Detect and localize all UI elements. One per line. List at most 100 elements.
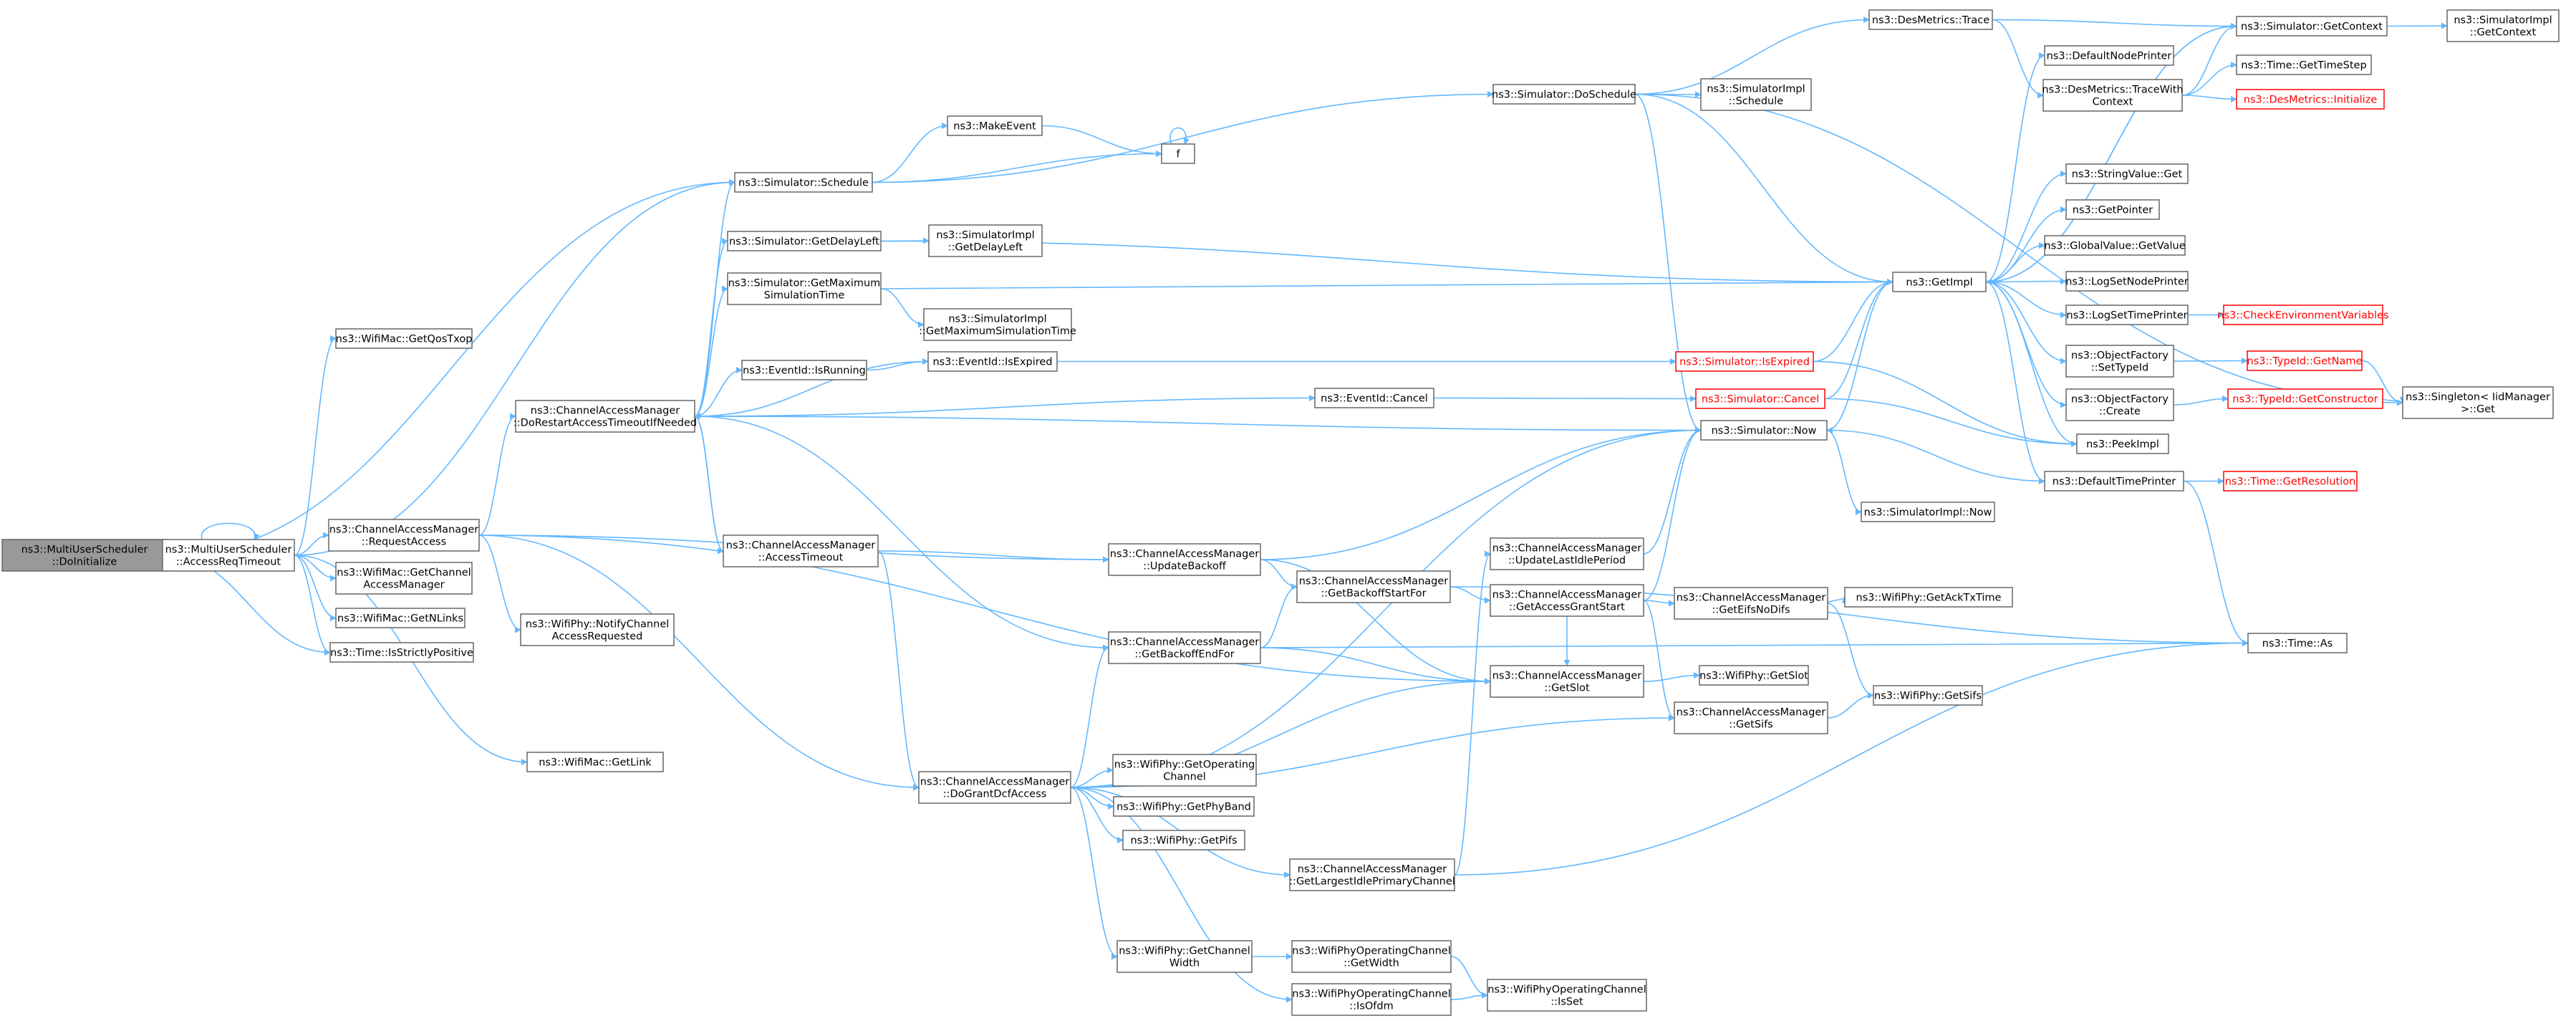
node-gend[interactable]: ns3::ChannelAccessManager::GetEifsNoDifs [1674,587,1828,620]
node-drat[interactable]: ns3::ChannelAccessManager::DoRestartAcce… [513,400,697,433]
node-tgts[interactable]: ns3::Time::GetTimeStep [2236,54,2372,75]
node-dtp[interactable]: ns3::DefaultTimePrinter [2044,471,2184,492]
node-wgack[interactable]: ns3::WifiPhy::GetAckTxTime [1844,587,2013,608]
node-isp[interactable]: ns3::Time::IsStrictlyPositive [329,642,474,663]
node-dosched[interactable]: ns3::Simulator::DoSchedule [1492,84,1636,105]
node-glipc[interactable]: ns3::ChannelAccessManager::GetLargestIdl… [1289,858,1455,891]
node-peek[interactable]: ns3::PeekImpl [2076,433,2169,454]
node-getimpl[interactable]: ns3::GetImpl [1892,272,1987,292]
node-label-line: ns3::Singleton< IidManager [2406,392,2550,403]
node-notify[interactable]: ns3::WifiPhy::NotifyChannelAccessRequest… [520,613,675,646]
node-root[interactable]: ns3::MultiUserScheduler::DoInitialize [1,539,168,572]
node-box [1868,9,1993,30]
node-gda[interactable]: ns3::ChannelAccessManager::DoGrantDcfAcc… [918,771,1071,804]
node-now[interactable]: ns3::Simulator::Now [1700,420,1828,441]
node-gw[interactable]: ns3::WifiPhyOperatingChannel::GetWidth [1291,940,1452,973]
edge-path [1041,125,1162,157]
node-label-line: ns3::LogSetTimePrinter [2066,310,2187,322]
node-simexp[interactable]: ns3::Simulator::IsExpired [1675,351,1814,372]
node-sched[interactable]: ns3::Simulator::Schedule [734,172,873,193]
node-label-line: ns3::WifiPhy::GetSlot [1699,671,1808,682]
node-tas[interactable]: ns3::Time::As [2247,633,2348,653]
edge-getimpl-to-peek [1985,281,2078,447]
node-gbsf[interactable]: ns3::ChannelAccessManager::GetBackoffSta… [1296,570,1451,603]
node-tign[interactable]: ns3::TypeId::GetName [2247,350,2363,371]
node-box [2402,386,2554,419]
edge-drat-to-gmst [694,285,728,417]
edge-path [478,535,920,791]
edge-simexp-to-getimpl [1813,279,1894,363]
node-isofdm[interactable]: ns3::WifiPhyOperatingChannel::IsOfdm [1291,983,1452,1016]
node-box [1296,570,1451,603]
node-box [923,308,1072,341]
node-f[interactable]: f [1161,143,1195,164]
node-sigc[interactable]: ns3::SimulatorImpl::GetContext [2446,9,2560,42]
node-simcancel[interactable]: ns3::Simulator::Cancel [1695,388,1825,409]
edge-dosched-to-now [1634,93,1702,433]
edge-path [1070,787,1293,1003]
node-nlinks[interactable]: ns3::WifiMac::GetNLinks [335,608,465,628]
node-glink[interactable]: ns3::WifiMac::GetLink [526,752,664,772]
node-gbef[interactable]: ns3::ChannelAccessManager::GetBackoffEnd… [1108,631,1261,664]
node-dnp[interactable]: ns3::DefaultNodePrinter [2044,45,2174,66]
node-dminit[interactable]: ns3::DesMetrics::Initialize [2236,89,2385,110]
node-label-line: ns3::DefaultNodePrinter [2047,51,2172,62]
node-singleton[interactable]: ns3::Singleton< IidManager>::Get [2402,386,2554,419]
node-box [2042,79,2183,112]
node-gsifs[interactable]: ns3::ChannelAccessManager::GetSifs [1674,701,1828,734]
edge-path [1824,398,2078,447]
node-ofst[interactable]: ns3::ObjectFactory::SetTypeId [2065,345,2174,378]
node-ub[interactable]: ns3::ChannelAccessManager::UpdateBackoff [1108,543,1261,576]
node-sgc[interactable]: ns3::Simulator::GetContext [2236,16,2388,37]
edge-path [2173,396,2229,406]
node-gpifs[interactable]: ns3::WifiPhy::GetPifs [1122,830,1245,850]
node-wgsifs[interactable]: ns3::WifiPhy::GetSifs [1873,685,1983,706]
node-isrun[interactable]: ns3::EventId::IsRunning [741,360,867,380]
node-evcancel[interactable]: ns3::EventId::Cancel [1314,388,1434,408]
edge-path [694,358,929,417]
node-sinow[interactable]: ns3::SimulatorImpl::Now [1861,502,1995,522]
edge-getimpl-to-ofc [1985,281,2067,408]
node-ulip[interactable]: ns3::ChannelAccessManager::UpdateLastIdl… [1490,537,1644,570]
node-gmst[interactable]: ns3::Simulator::GetMaximumSimulationTime [727,272,882,305]
edge-path [694,367,743,417]
node-box [2065,345,2174,378]
node-svget[interactable]: ns3::StringValue::Get [2065,163,2189,184]
edge-path [294,335,337,556]
edge-drat-to-gdl [694,238,728,417]
node-ra[interactable]: ns3::ChannelAccessManager::RequestAccess [328,519,480,552]
edge-gmst-to-getimpl [880,279,1894,289]
edge-path [1643,600,1675,722]
node-ofc[interactable]: ns3::ObjectFactory::Create [2065,388,2174,421]
node-sigdl[interactable]: ns3::SimulatorImpl::GetDelayLeft [928,224,1043,257]
node-gpb[interactable]: ns3::WifiPhy::GetPhyBand [1113,796,1255,817]
node-isexp[interactable]: ns3::EventId::IsExpired [927,351,1058,372]
node-at[interactable]: ns3::ChannelAccessManager::AccessTimeout [723,535,879,567]
node-lsnp[interactable]: ns3::LogSetNodePrinter [2065,271,2189,292]
node-gptr[interactable]: ns3::GetPointer [2065,199,2160,220]
node-art[interactable]: ns3::MultiUserScheduler::AccessReqTimeou… [162,539,295,572]
node-label-line: ::RequestAccess [362,537,446,548]
node-mkev[interactable]: ns3::MakeEvent [947,115,1043,136]
node-gags[interactable]: ns3::ChannelAccessManager::GetAccessGran… [1490,584,1644,617]
node-cev[interactable]: ns3::CheckEnvironmentVariables [2217,305,2389,325]
node-sisched[interactable]: ns3::SimulatorImpl::Schedule [1700,78,1812,111]
node-gdl[interactable]: ns3::Simulator::GetDelayLeft [727,231,882,251]
edge-isrun-to-isexp [866,358,929,371]
node-dmtrace[interactable]: ns3::DesMetrics::Trace [1868,9,1993,30]
node-wgslot[interactable]: ns3::WifiPhy::GetSlot [1699,665,1809,686]
node-tigc[interactable]: ns3::TypeId::GetConstructor [2227,388,2383,409]
node-sigmst[interactable]: ns3::SimulatorImpl::GetMaximumSimulation… [919,308,1076,341]
node-gslot[interactable]: ns3::ChannelAccessManager::GetSlot [1490,665,1644,698]
node-qos[interactable]: ns3::WifiMac::GetQosTxop [335,328,473,349]
node-gvget[interactable]: ns3::GlobalValue::GetValue [2044,235,2186,256]
node-lstp[interactable]: ns3::LogSetTimePrinter [2065,305,2189,325]
node-box [723,535,879,567]
node-isset[interactable]: ns3::WifiPhyOperatingChannel::IsSet [1487,979,1647,1012]
node-tgr[interactable]: ns3::Time::GetResolution [2223,471,2358,492]
node-box [727,231,882,251]
